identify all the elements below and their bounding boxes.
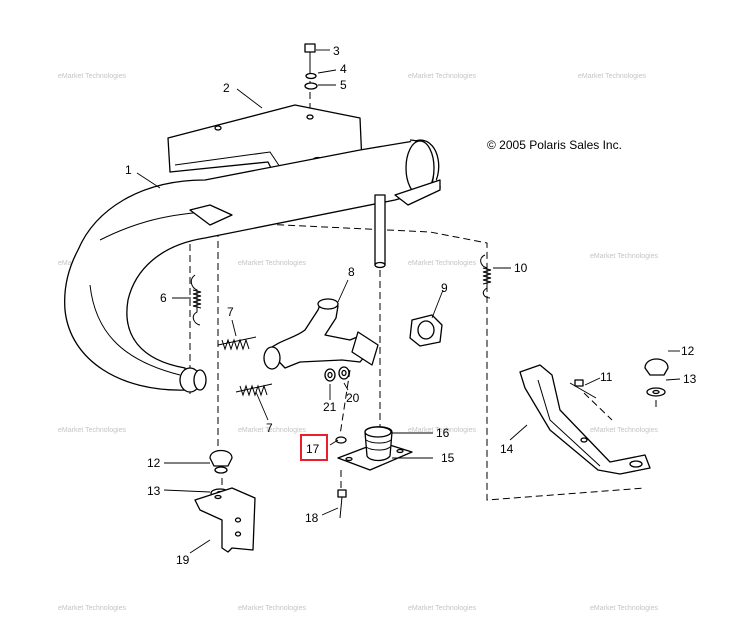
callout-13a: 13 xyxy=(147,484,161,498)
bracket-left xyxy=(194,487,256,553)
callout-14: 14 xyxy=(500,442,514,456)
springs xyxy=(190,254,492,397)
callout-13b: 13 xyxy=(683,372,697,386)
callout-5: 5 xyxy=(340,78,347,92)
watermark: eMarket Technologies xyxy=(408,427,476,434)
gasket xyxy=(409,314,443,347)
callout-20: 20 xyxy=(346,391,360,405)
watermark: eMarket Technologies xyxy=(58,605,126,612)
watermark: eMarket Technologies xyxy=(590,427,658,434)
callout-18: 18 xyxy=(305,511,319,525)
callout-19: 19 xyxy=(176,553,190,567)
watermark: eMarket Technologies xyxy=(578,73,646,80)
watermark: eMarket Technologies xyxy=(58,427,126,434)
bolt-18 xyxy=(337,489,347,519)
watermark: eMarket Technologies xyxy=(590,253,658,260)
callout-7a: 7 xyxy=(227,305,234,319)
watermark: eMarket Technologies xyxy=(238,427,306,434)
callout-4: 4 xyxy=(340,62,347,76)
copyright-text: © 2005 Polaris Sales Inc. xyxy=(487,138,622,152)
watermark: eMarket Technologies xyxy=(408,260,476,267)
watermark: eMarket Technologies xyxy=(408,605,476,612)
y-pipe xyxy=(263,298,379,370)
callout-11: 11 xyxy=(600,370,613,384)
callout-12b: 12 xyxy=(681,344,695,358)
callout-3: 3 xyxy=(333,44,340,58)
callout-labels: 3 4 5 2 1 6 7 7 8 9 10 11 12 13 14 16 15… xyxy=(125,44,697,567)
watermark: eMarket Technologies xyxy=(408,73,476,80)
callout-16: 16 xyxy=(436,426,450,440)
exhaust-pipe xyxy=(64,139,441,393)
callout-8: 8 xyxy=(348,265,355,279)
watermark: eMarket Technologies xyxy=(238,605,306,612)
leader-lines xyxy=(136,49,681,554)
grommet-right xyxy=(644,358,669,397)
callout-10: 10 xyxy=(514,261,528,275)
callout-15: 15 xyxy=(441,451,455,465)
callout-2: 2 xyxy=(223,81,230,95)
nuts xyxy=(324,366,350,382)
watermark: eMarket Technologies xyxy=(58,73,126,80)
bracket-right xyxy=(519,364,651,475)
callout-17: 17 xyxy=(306,442,320,456)
watermark: eMarket Technologies xyxy=(590,605,658,612)
callout-21: 21 xyxy=(323,400,337,414)
callout-1: 1 xyxy=(125,163,132,177)
bolt-stack xyxy=(304,43,318,90)
callout-9: 9 xyxy=(441,281,448,295)
bellows-mount xyxy=(335,426,413,471)
callout-7b: 7 xyxy=(266,421,273,435)
callout-6: 6 xyxy=(160,291,167,305)
watermark: eMarket Technologies xyxy=(238,260,306,267)
callout-12a: 12 xyxy=(147,456,161,470)
part-17-highlight-box xyxy=(300,434,328,461)
